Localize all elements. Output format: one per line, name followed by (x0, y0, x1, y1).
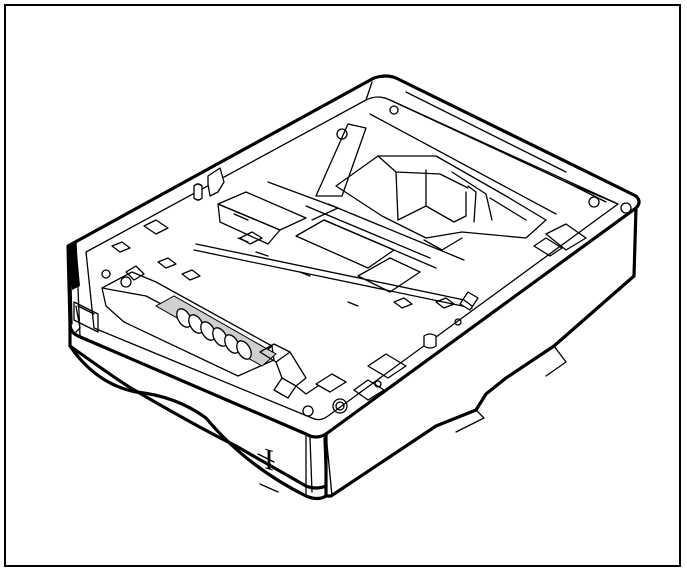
tray-top-outline (66, 74, 641, 439)
tray-left-side (68, 322, 328, 490)
tray-right-side (324, 206, 638, 498)
roller-rings (176, 308, 252, 360)
figure-frame: I (4, 4, 681, 567)
lock-lever (207, 167, 225, 197)
tray-front-face (68, 344, 328, 501)
inner-rim (85, 96, 619, 421)
paper-feeder-illustration: I (66, 74, 641, 501)
rear-guide (315, 123, 367, 197)
front-label-slot (73, 301, 99, 333)
locating-pin-left (193, 183, 203, 201)
